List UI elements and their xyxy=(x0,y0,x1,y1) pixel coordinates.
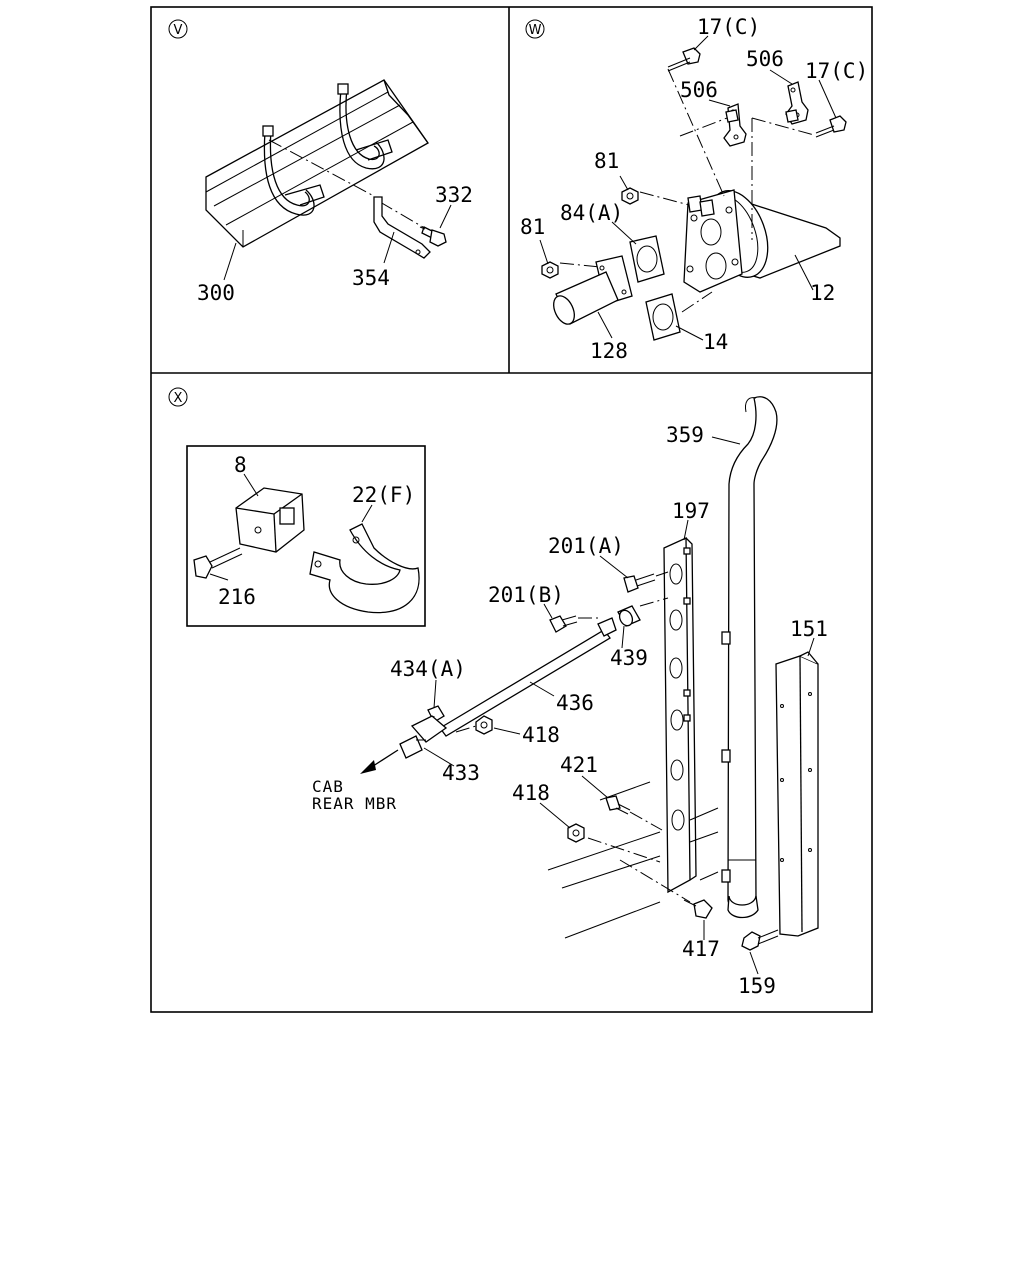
centerline xyxy=(629,811,663,831)
bolt-159-part xyxy=(741,929,779,951)
svg-text:V: V xyxy=(174,23,183,38)
callout-417: 417 xyxy=(682,937,720,961)
callout-17c-a: 17(C) xyxy=(697,15,760,39)
centerline xyxy=(639,191,690,206)
bracket-part xyxy=(373,196,431,259)
svg-text:W: W xyxy=(529,23,542,38)
clamp-22f-part xyxy=(309,523,420,614)
callout-216: 216 xyxy=(218,585,256,609)
stud-part xyxy=(699,199,715,217)
view-v-badge: V xyxy=(168,19,188,39)
bolt-421-part xyxy=(605,795,631,815)
callout-84a: 84(A) xyxy=(560,201,623,225)
detail-inset xyxy=(186,445,426,627)
bolt-417-part xyxy=(683,899,713,919)
callout-201a: 201(A) xyxy=(548,534,624,558)
callout-354: 354 xyxy=(352,266,390,290)
gasket-14-part xyxy=(645,293,681,341)
diagram-frames xyxy=(150,6,873,1013)
callout-421: 421 xyxy=(560,753,598,777)
note-cab: CAB xyxy=(312,777,344,796)
centerline xyxy=(455,725,477,733)
centerline xyxy=(559,262,601,268)
callout-418-a: 418 xyxy=(522,723,560,747)
exhaust-stack-359-part xyxy=(721,396,778,919)
bolt-17c-part xyxy=(667,47,701,72)
bolt-part xyxy=(419,226,447,247)
pipe-128-part xyxy=(553,255,633,325)
callout-151: 151 xyxy=(790,617,828,641)
bolt-17c-part xyxy=(815,115,847,138)
view-x-badge: X xyxy=(168,387,188,407)
bracket-rail-197-part xyxy=(663,536,697,894)
callout-436: 436 xyxy=(556,691,594,715)
bolt-201b-part xyxy=(549,615,578,633)
note-rear-mbr: REAR MBR xyxy=(312,794,397,813)
callout-17c-b: 17(C) xyxy=(805,59,868,83)
callout-359: 359 xyxy=(666,423,704,447)
direction-arrow xyxy=(360,749,399,774)
callout-159: 159 xyxy=(738,974,776,998)
frame-member-lines xyxy=(547,781,719,939)
callout-418-b: 418 xyxy=(512,781,550,805)
centerline xyxy=(268,139,373,196)
heat-cover-151-part xyxy=(775,651,819,937)
callout-128: 128 xyxy=(590,339,628,363)
callout-14: 14 xyxy=(703,330,728,354)
callout-12: 12 xyxy=(810,281,835,305)
centerline xyxy=(587,837,661,863)
svg-text:X: X xyxy=(174,391,183,406)
view-w: W xyxy=(520,15,868,363)
callout-22f: 22(F) xyxy=(352,483,415,507)
centerline xyxy=(679,117,728,137)
bolt-part xyxy=(725,109,739,123)
view-x: X 8 22(F) 216 xyxy=(168,387,828,998)
callout-201b: 201(B) xyxy=(488,583,564,607)
nut-81-part xyxy=(541,261,559,279)
nut-418-part xyxy=(567,823,585,843)
mount-block-8-part xyxy=(235,487,305,553)
end-clamp-433-part xyxy=(399,715,448,759)
callout-433: 433 xyxy=(442,761,480,785)
u-strap-part xyxy=(262,83,393,216)
collar-439-part xyxy=(617,605,641,627)
callout-81-b: 81 xyxy=(520,215,545,239)
centerline xyxy=(751,117,815,136)
centerline xyxy=(667,68,725,197)
callout-300: 300 xyxy=(197,281,235,305)
callout-8: 8 xyxy=(234,453,247,477)
gasket-84a-part xyxy=(629,235,665,283)
stay-rod-436-part xyxy=(439,617,617,737)
callout-439: 439 xyxy=(610,646,648,670)
callout-434a: 434(A) xyxy=(390,657,466,681)
callout-197: 197 xyxy=(672,499,710,523)
outlet-flange-part xyxy=(683,189,743,293)
centerline xyxy=(681,291,713,313)
view-w-badge: W xyxy=(525,19,545,39)
centerline xyxy=(655,571,669,577)
callout-506-a: 506 xyxy=(746,47,784,71)
callout-81-a: 81 xyxy=(594,149,619,173)
bolt-216-part xyxy=(193,547,243,579)
callout-332: 332 xyxy=(435,183,473,207)
view-v: V xyxy=(168,19,473,305)
nut-81-part xyxy=(621,187,639,205)
centerline xyxy=(639,597,669,607)
callout-506-b: 506 xyxy=(680,78,718,102)
bolt-201a-part xyxy=(623,573,656,593)
heat-shield-part xyxy=(205,79,429,248)
centerline xyxy=(619,859,691,903)
centerline xyxy=(379,201,429,231)
nut-418-part xyxy=(475,715,493,735)
bolt-part xyxy=(785,109,799,123)
